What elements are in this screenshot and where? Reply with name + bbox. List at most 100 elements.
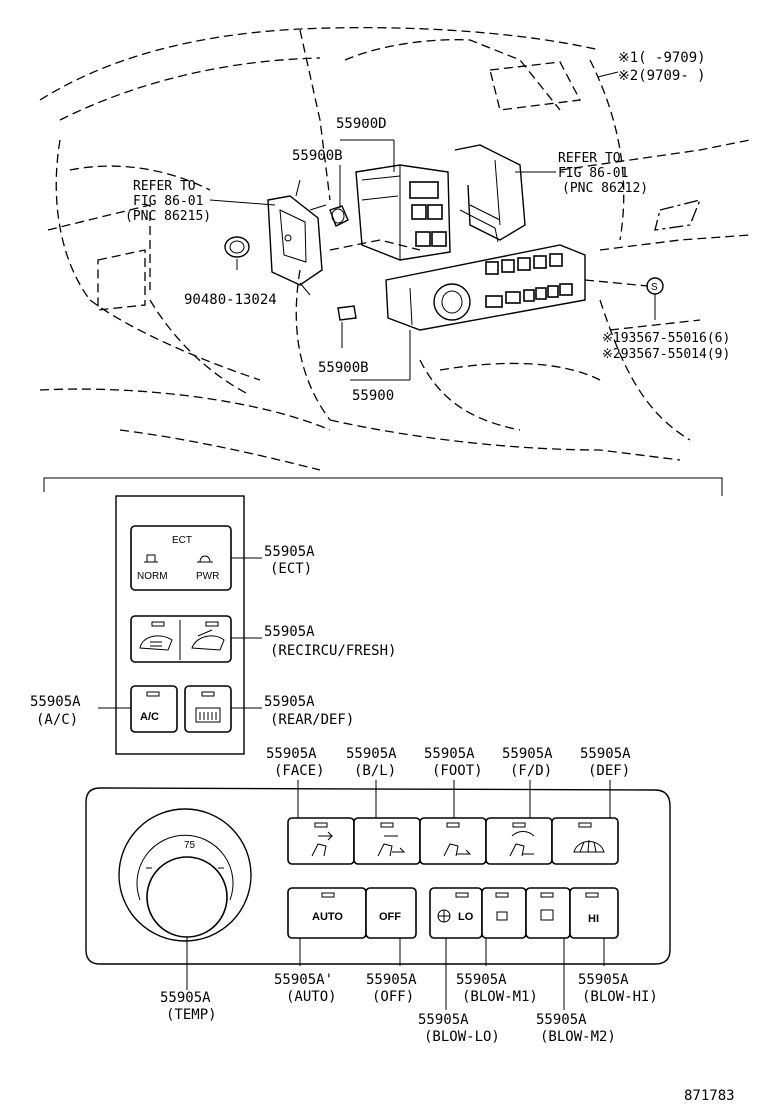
temp-scale-75: 75	[184, 840, 196, 851]
climate-unit-55900	[350, 244, 649, 381]
callout-foot-desc: (FOOT)	[432, 763, 483, 779]
face-button[interactable]	[287, 817, 355, 865]
callout-bl-part: 55905A	[346, 746, 397, 762]
callout-blowhi-part: 55905A	[578, 972, 629, 988]
bulb-symbol: S	[646, 277, 664, 320]
norm-indicator-icon	[144, 554, 158, 563]
callout-foot-part: 55905A	[424, 746, 475, 762]
rear-defrost-icon	[195, 707, 221, 723]
recirc-fresh-switch[interactable]	[130, 615, 232, 663]
callout-blowm2-part: 55905A	[536, 1012, 587, 1028]
pwr-indicator-icon	[197, 555, 213, 563]
ect-pwr-label: PWR	[196, 571, 219, 582]
auto-label: AUTO	[312, 911, 343, 923]
fresh-air-icon	[191, 629, 225, 651]
recirc-icon	[139, 635, 173, 651]
left-bracket	[267, 179, 327, 296]
defrost-vent-icon	[573, 839, 605, 853]
ect-norm-label: NORM	[137, 571, 168, 582]
face-vent-icon	[311, 831, 334, 857]
mode-callout-leaders	[297, 780, 611, 818]
dashboard-outline	[39, 26, 751, 471]
callout-off-part: 55905A	[366, 972, 417, 988]
off-label: OFF	[379, 911, 401, 923]
climate-control-panel: 75 AUTO OFF LO	[85, 787, 671, 965]
figure-id: 871783	[684, 1088, 735, 1104]
ref-left-leader	[209, 199, 276, 206]
ref-left-line1: REFER TO	[133, 179, 196, 194]
callout-recirc-part: 55905A	[264, 624, 315, 640]
callout-fd-desc: (F/D)	[510, 763, 552, 779]
callout-auto-desc: (AUTO)	[286, 989, 337, 1005]
m2-symbol	[540, 909, 554, 921]
callout-temp-desc: (TEMP)	[166, 1007, 217, 1023]
note-leader	[597, 71, 619, 78]
callout-ect-part: 55905A	[264, 544, 315, 560]
temp-dial-bezel	[118, 808, 252, 942]
callout-rear-part: 55905A	[264, 694, 315, 710]
callout-def-part: 55905A	[580, 746, 631, 762]
callout-ac-part: 55905A	[30, 694, 81, 710]
blow-hi-button[interactable]	[569, 887, 619, 939]
bilevel-vent-icon	[377, 835, 406, 857]
callout-bl-desc: (B/L)	[354, 763, 396, 779]
socket-55900b-bottom	[337, 305, 357, 348]
callout-blowhi-desc: (BLOW-HI)	[582, 989, 658, 1005]
lo-label: LO	[458, 911, 474, 923]
ref-left-line3: (PNC 86215)	[125, 209, 211, 224]
callout-face-desc: (FACE)	[274, 763, 325, 779]
ac-indicator	[146, 691, 160, 697]
m1-symbol	[496, 911, 508, 921]
switch-module-55900d	[340, 139, 451, 261]
callout-off-desc: (OFF)	[372, 989, 414, 1005]
ac-label: A/C	[140, 711, 159, 723]
callout-blowm1-part: 55905A	[456, 972, 507, 988]
temp-knob[interactable]	[146, 856, 228, 938]
callout-fd-part: 55905A	[502, 746, 553, 762]
small-switch-panel: ECT NORM PWR A/C	[115, 495, 245, 755]
ref-right-line1: REFER TO	[558, 151, 621, 166]
label-55900: 55900	[352, 388, 394, 404]
ref-left-line2: FIG 86-01	[133, 194, 203, 209]
note-1: ※1( -9709)	[618, 50, 706, 66]
note-2: ※2(9709- )	[618, 68, 706, 84]
defrost-button[interactable]	[551, 817, 619, 865]
foot-defrost-vent-icon	[509, 831, 535, 857]
callout-face-part: 55905A	[266, 746, 317, 762]
off-button[interactable]	[365, 887, 417, 939]
foot-defrost-button[interactable]	[485, 817, 553, 865]
blow-m2-button[interactable]	[525, 887, 571, 939]
callout-temp-part: 55905A	[160, 990, 211, 1006]
foot-vent-icon	[443, 843, 472, 857]
ref-right-line3: (PNC 86212)	[562, 181, 648, 196]
ac-button[interactable]	[130, 685, 178, 733]
blow-m1-button[interactable]	[481, 887, 527, 939]
recirc-indicator	[151, 621, 165, 627]
socket-55900b-top	[329, 205, 349, 227]
callout-blowlo-desc: (BLOW-LO)	[424, 1029, 500, 1045]
callout-recirc-desc: (RECIRCU/FRESH)	[270, 643, 396, 659]
knob-90480	[224, 236, 250, 270]
label-55900b-top: 55900B	[292, 148, 343, 164]
temp-scale-arc	[136, 834, 234, 901]
bottom-callout-leaders	[186, 937, 605, 1010]
rear-def-button[interactable]	[184, 685, 232, 733]
callout-blowm1-desc: (BLOW-M1)	[462, 989, 538, 1005]
bilevel-button[interactable]	[353, 817, 421, 865]
ref-right-line2: FIG 86-01	[558, 166, 628, 181]
foot-button[interactable]	[419, 817, 487, 865]
callout-blowm2-desc: (BLOW-M2)	[540, 1029, 616, 1045]
bulb-part-2: ※293567-55014(9)	[602, 347, 730, 362]
detail-bracket	[43, 477, 723, 496]
label-55900d: 55900D	[336, 116, 387, 132]
callout-def-desc: (DEF)	[588, 763, 630, 779]
right-bracket	[454, 144, 526, 243]
callout-rear-desc: (REAR/DEF)	[270, 712, 354, 728]
bulb-part-1: ※193567-55016(6)	[602, 331, 730, 346]
bulb-symbol-text: S	[651, 282, 658, 293]
hi-label: HI	[588, 913, 599, 925]
callout-ect-desc: (ECT)	[270, 561, 312, 577]
callout-auto-part: 55905A'	[274, 972, 333, 988]
callout-blowlo-part: 55905A	[418, 1012, 469, 1028]
